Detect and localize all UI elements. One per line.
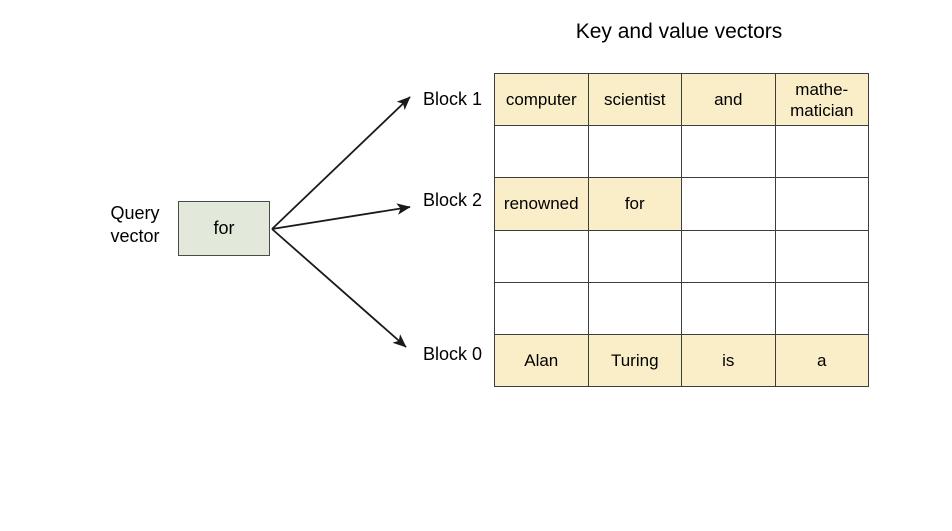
table-cell-line: matician — [790, 100, 854, 120]
table-cell — [587, 281, 682, 335]
table-cell — [494, 229, 589, 283]
table-cell: for — [587, 177, 682, 231]
block-label-0: Block 0 — [422, 344, 482, 364]
query-vector-label-line2: vector — [110, 226, 160, 246]
page-title: Key and value vectors — [575, 20, 783, 43]
table-cell — [587, 229, 682, 283]
table-cell — [774, 229, 869, 283]
table-cell: renowned — [494, 177, 589, 231]
block-label-2: Block 2 — [422, 190, 482, 210]
table-cell: Turing — [587, 333, 682, 388]
table-cell — [494, 125, 589, 179]
table-cell — [681, 229, 776, 283]
table-cell — [774, 125, 869, 179]
table-cell: computer — [494, 72, 589, 127]
table-row — [494, 281, 869, 335]
table-cell: Alan — [494, 333, 589, 388]
table-cell: mathe-matician — [774, 72, 869, 127]
table-cell — [774, 281, 869, 335]
table-cell — [681, 125, 776, 179]
query-vector-label-line1: Query — [110, 203, 160, 223]
block-label-1: Block 1 — [422, 89, 482, 109]
query-vector-label: Query vector — [96, 202, 174, 248]
table-cell — [587, 125, 682, 179]
table-cell: is — [681, 333, 776, 388]
arrow-to-block-0 — [271, 228, 407, 348]
table-cell: a — [774, 333, 869, 388]
query-vector-token: for — [213, 218, 235, 238]
table-cell — [681, 177, 776, 231]
table-cell: and — [681, 72, 776, 127]
table-cell — [494, 281, 589, 335]
table-cell — [681, 281, 776, 335]
table-cell-line: mathe- — [795, 79, 849, 99]
table-cell — [774, 177, 869, 231]
table-cell: scientist — [587, 72, 682, 127]
table-row — [494, 229, 869, 283]
query-vector-box[interactable]: for — [178, 201, 270, 256]
table-row — [494, 125, 869, 179]
